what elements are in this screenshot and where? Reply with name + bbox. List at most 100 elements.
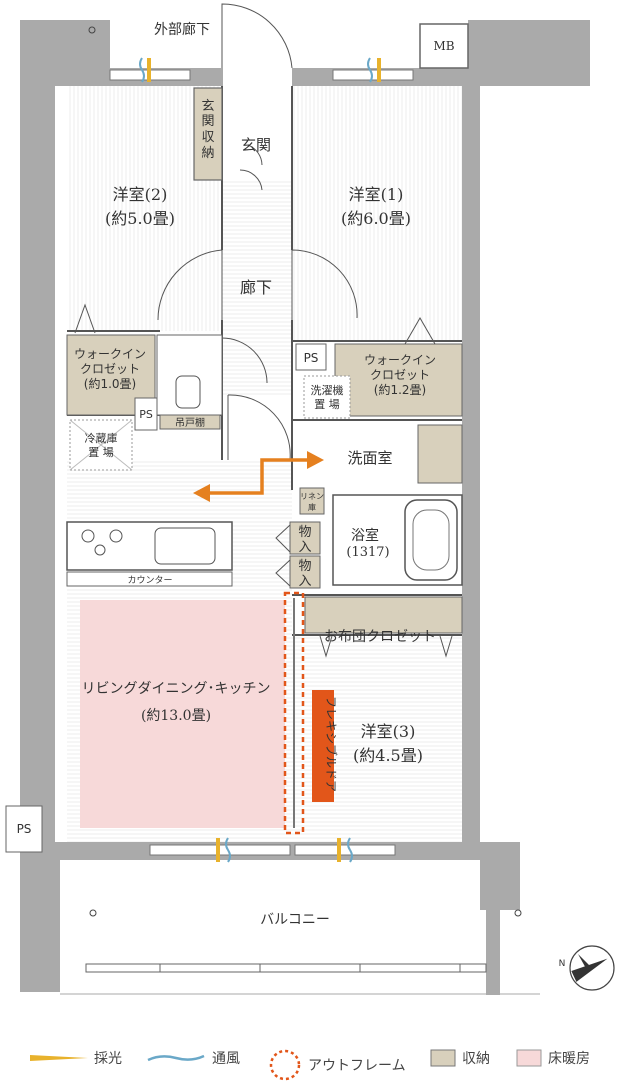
hanging-shelf [159, 414, 221, 430]
wic-left-line1: ウォークイン [74, 347, 146, 361]
flow-arrow-head-right [307, 451, 324, 469]
wic-right-line1: ウォークイン [364, 353, 436, 367]
wall-right-upper [468, 20, 590, 86]
mb-shaft [419, 23, 469, 69]
light-marks [147, 58, 381, 862]
balcony-label: バルコニー [260, 912, 330, 928]
wic-right [334, 343, 463, 417]
toilet-tank [175, 375, 201, 409]
counter-bar [66, 571, 233, 587]
balcony-wall-left [20, 842, 60, 992]
mb-label: MB [433, 39, 454, 53]
flow-arrow [205, 458, 312, 495]
bathtub-inner [412, 509, 450, 571]
storage-b [289, 555, 321, 589]
wind-icon [147, 1054, 205, 1062]
western2-size: (約5.0畳) [105, 209, 175, 228]
legend: 採光 通風 アウトフレーム 収納 床暖房 [0, 1040, 620, 1082]
futon-closet [304, 596, 463, 634]
balcony-rail [85, 963, 487, 973]
flow-arrow-head-left [193, 484, 210, 502]
entrance-storage-char3: 収 [201, 130, 214, 145]
storage-swatch [430, 1049, 456, 1067]
linen-line1: リネン [300, 492, 324, 501]
legend-wind: 通風 [146, 1048, 240, 1068]
flex-door-label: フレキシブルドア [324, 696, 339, 792]
entrance-storage [193, 87, 223, 181]
washer-line2: 置 場 [314, 398, 340, 411]
ldk-size: (約13.0畳) [141, 708, 211, 724]
washroom-label: 洗面室 [347, 449, 392, 467]
linen-line2: 庫 [308, 502, 316, 512]
storage-doors [275, 524, 291, 587]
western1-floor [292, 86, 462, 341]
compass-icon: N [559, 945, 615, 991]
stove [81, 529, 123, 556]
sink [154, 527, 216, 565]
hallway-floor [222, 180, 292, 395]
ps-left [134, 397, 158, 431]
hanging-shelf-label: 吊戸棚 [175, 416, 205, 429]
western3-name: 洋室(3) [361, 722, 416, 741]
linen-storage [299, 487, 325, 515]
hallway-label: 廊下 [240, 278, 272, 297]
entrance-label: 玄関 [241, 136, 271, 154]
balcony-marker-left [89, 909, 97, 917]
floor-heating-swatch [516, 1049, 542, 1067]
wind-marks [139, 57, 373, 863]
ps-inner [295, 343, 327, 371]
flex-door-frame [283, 591, 305, 835]
storage-a [289, 521, 321, 555]
balcony-marker-right [514, 909, 522, 917]
futon-closet-label: お布団クロゼット [324, 629, 436, 645]
floor-heating-area [80, 600, 285, 828]
wic-left-line3: (約1.0畳) [84, 376, 136, 391]
floor-plan: MB 玄 関 収 納 玄関 [5, 3, 615, 995]
counter-label: カウンター [127, 575, 172, 586]
wic-right-line3: (約1.2畳) [374, 382, 426, 397]
legend-storage: 収納 [430, 1048, 490, 1068]
washer-line1: 洗濯機 [311, 383, 344, 397]
vanity [417, 424, 463, 484]
entrance-door-swing [221, 3, 293, 69]
storage-a-char2: 入 [298, 540, 311, 555]
bathroom-size: (1317) [346, 545, 389, 560]
legend-outframe: アウトフレーム [268, 1048, 406, 1082]
outer-corridor-label: 外部廊下 [154, 21, 210, 38]
washer-space [303, 375, 351, 419]
door-arcs [157, 144, 358, 461]
outer-walls [20, 20, 110, 860]
legend-light: 採光 [30, 1048, 122, 1068]
western1-size: (約6.0畳) [341, 209, 411, 228]
wall-right [462, 68, 480, 858]
fridge-line1: 冷蔵庫 [85, 431, 118, 445]
entrance-storage-char2: 関 [201, 114, 214, 129]
storage-b-char1: 物 [298, 559, 311, 574]
wic-left-door [74, 303, 96, 334]
ldk-name: リビングダイニング･キッチン [82, 681, 271, 697]
storage-b-char2: 入 [298, 574, 311, 589]
ps-outer [5, 805, 43, 853]
legend-floor-heating: 床暖房 [516, 1048, 590, 1068]
wic-right-door [404, 316, 436, 345]
svg-text:N: N [559, 959, 566, 969]
futon-doors [319, 635, 453, 658]
light-icon [30, 1055, 88, 1061]
outframe-icon [269, 1049, 301, 1081]
ps-outer-label: PS [17, 822, 32, 836]
fridge-cross-2 [69, 419, 133, 471]
entrance-storage-char4: 納 [201, 146, 214, 161]
western3-size: (約4.5畳) [353, 746, 423, 765]
entrance-storage-char1: 玄 [201, 99, 214, 114]
wall-right-lower [462, 842, 520, 910]
ps-inner-label: PS [304, 351, 319, 365]
storage-a-char1: 物 [298, 525, 311, 540]
wic-left-line2: クロゼット [80, 362, 140, 376]
fridge-line2: 置 場 [88, 446, 114, 459]
bathroom-name: 浴室 [351, 527, 379, 544]
balcony-wall-right [486, 905, 500, 995]
western1-name: 洋室(1) [349, 185, 404, 204]
corridor-marker [88, 26, 96, 34]
rail-posts [159, 964, 461, 972]
wic-right-line2: クロゼット [370, 368, 430, 382]
